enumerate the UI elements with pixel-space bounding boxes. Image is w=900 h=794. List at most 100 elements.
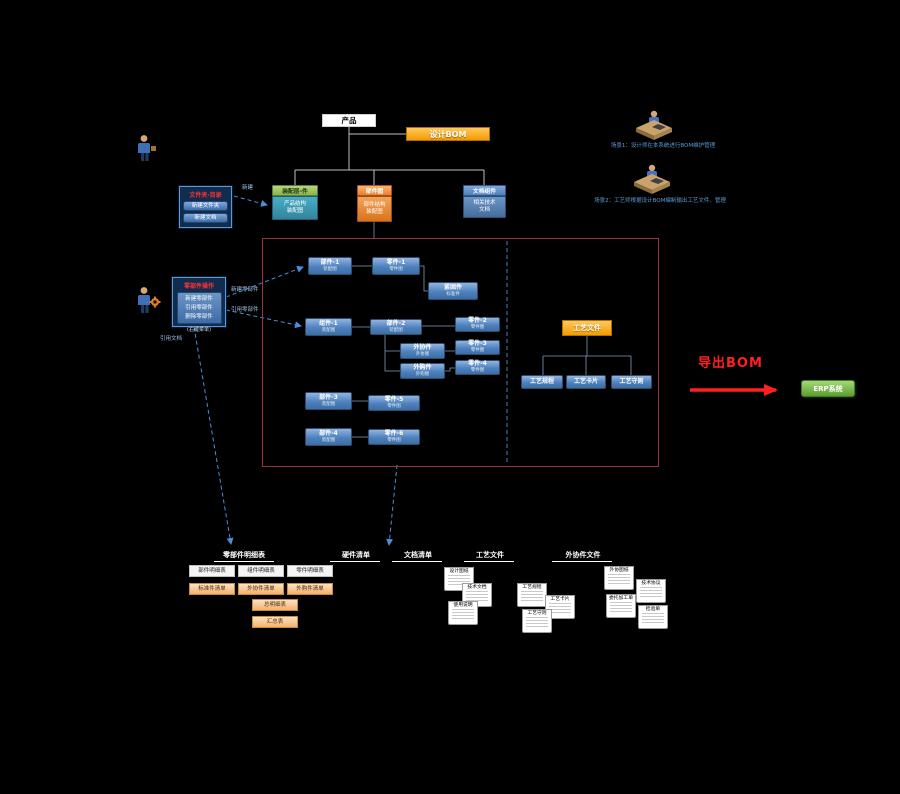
outsource-page-icon: 外协图纸 xyxy=(604,566,634,590)
process-item: 工艺守则 xyxy=(611,375,652,389)
bom-node: 零件-2 零件图 xyxy=(455,317,500,332)
bom-node: 紧固件 标准件 xyxy=(428,282,478,300)
bom-node-sub: 零件图 xyxy=(389,266,403,272)
export-bom-label: 导出BOM xyxy=(698,356,763,371)
branch-part-header: 部件图 xyxy=(357,185,392,196)
bom-node-label: 组件-1 xyxy=(319,319,338,327)
bom-node-label: 零件-2 xyxy=(468,317,487,325)
parts-panel: 零部件操作 新建零部件 引用零部件 删除零部件 (右键菜单) xyxy=(172,277,226,333)
bom-node-sub: 零件图 xyxy=(470,348,485,354)
outsource-page-lines xyxy=(640,587,662,598)
bom-node: 外购件 外购图 xyxy=(400,363,445,379)
branch-part-line1: 部件结构 xyxy=(363,201,386,208)
branch-part-body: 部件结构 装配图 xyxy=(357,196,392,222)
bom-node-label: 零件-3 xyxy=(468,340,487,348)
process-item-label: 工艺规程 xyxy=(529,377,554,385)
folder-panel: 文件夹·目录 新建文件夹 新建文档 xyxy=(179,186,232,228)
branch-docs-line2: 文档 xyxy=(478,207,490,213)
bom-node-sub: 零件图 xyxy=(387,437,401,443)
branch-docs-line1: 相关技术 xyxy=(473,199,496,206)
bom-node: 零件-3 零件图 xyxy=(455,340,500,355)
document-page-lines xyxy=(452,609,474,620)
process-page-lines xyxy=(521,591,543,602)
output-header-doc-list: 文档清单 xyxy=(404,551,432,559)
header-underline xyxy=(552,561,612,562)
process-page-icon: 工艺守则 xyxy=(522,609,552,633)
detail-table-box: 组件明细表 xyxy=(238,565,284,577)
export-target-button: ERP系统 xyxy=(801,380,855,397)
new-document-button: 新建文档 xyxy=(183,213,228,223)
list-box: 外购件清单 xyxy=(287,583,333,595)
branch-assembly-line2: 装配图 xyxy=(286,208,304,214)
product-box: 产品 xyxy=(322,114,376,127)
branch-part-line2: 装配图 xyxy=(366,209,383,215)
process-page-lines xyxy=(526,617,548,628)
detail-table-box: 零件明细表 xyxy=(287,565,333,577)
document-page-icon: 使用说明 xyxy=(448,601,478,625)
bom-node: 部件-3 装配图 xyxy=(305,392,352,410)
list-box: 外协件清单 xyxy=(238,583,284,595)
document-page-label: 设计图纸 xyxy=(449,569,469,574)
document-page-lines xyxy=(466,591,488,602)
process-page-icon: 工艺规程 xyxy=(517,583,547,607)
new-folder-button: 新建文件夹 xyxy=(183,201,228,211)
parts-action-new: 新建零部件 xyxy=(185,296,213,302)
bom-node-label: 零件-5 xyxy=(384,395,404,403)
branch-assembly-body: 产品结构 装配图 xyxy=(272,196,318,220)
bom-node-label: 部件-3 xyxy=(319,393,338,401)
bom-node: 部件-1 装配图 xyxy=(308,257,352,275)
engineer-person-icon xyxy=(136,286,162,320)
parts-panel-actions: 新建零部件 引用零部件 删除零部件 xyxy=(176,292,222,325)
bom-node-label: 部件-2 xyxy=(386,319,406,327)
header-underline xyxy=(464,561,514,562)
bom-node-sub: 标准件 xyxy=(446,291,460,297)
outsource-page-icon: 检验单 xyxy=(638,605,668,629)
process-page-lines xyxy=(549,603,571,614)
outsource-page-icon: 技术协议 xyxy=(636,579,666,603)
bom-node-label: 零件-6 xyxy=(384,429,404,437)
process-item: 工艺卡片 xyxy=(566,375,606,389)
outsource-page-lines xyxy=(610,602,632,613)
bom-node-label: 外购件 xyxy=(413,363,432,371)
output-header-hardware-list: 硬件清单 xyxy=(342,551,370,559)
scene1-caption: 场景1：设计师在本系统进行BOM维护管理 xyxy=(610,143,716,149)
parts-panel-note: (右键菜单) xyxy=(187,327,211,334)
parts-action-del: 删除零部件 xyxy=(185,313,213,320)
document-page-lines xyxy=(448,575,470,586)
output-header-process-files: 工艺文件 xyxy=(476,551,504,559)
output-header-parts-list: 零部件明细表 xyxy=(223,551,265,559)
outsource-page-lines xyxy=(642,613,664,624)
bom-node-label: 部件-1 xyxy=(320,258,340,266)
header-underline xyxy=(392,561,442,562)
outsource-page-label: 技术协议 xyxy=(641,581,661,586)
bom-node-sub: 外购图 xyxy=(415,371,430,377)
branch-assembly-header: 装配层-件 xyxy=(272,185,318,196)
process-files-header: 工艺文件 xyxy=(562,320,612,336)
outsource-page-label: 检验单 xyxy=(645,607,661,612)
new-part-arrow-label: 新建零部件 xyxy=(231,287,259,293)
outsource-page-label: 外协图纸 xyxy=(609,568,629,573)
bom-node: 部件-2 装配图 xyxy=(370,319,422,335)
bom-node: 零件-5 零件图 xyxy=(368,395,420,411)
scene2-caption: 场景2：工艺师根据设计BOM编制输出工艺文件、管理 xyxy=(594,198,726,204)
process-item-label: 工艺卡片 xyxy=(573,377,598,385)
outsource-page-icon: 委托加工单 xyxy=(606,594,636,618)
process-item: 工艺规程 xyxy=(521,375,563,389)
outsource-page-label: 委托加工单 xyxy=(609,596,633,601)
bom-node-sub: 零件图 xyxy=(470,325,485,331)
output-header-outsource-files: 外协件文件 xyxy=(565,551,601,559)
scene1-desk-icon xyxy=(632,108,676,144)
bom-node: 零件-6 零件图 xyxy=(368,429,420,445)
bom-node-sub: 装配图 xyxy=(321,437,336,443)
document-page-label: 使用说明 xyxy=(453,603,473,608)
parts-panel-title: 零部件操作 xyxy=(183,283,214,290)
parts-action-ref: 引用零部件 xyxy=(185,304,213,311)
bom-node-sub: 装配图 xyxy=(389,327,403,333)
branch-assembly-line1: 产品结构 xyxy=(283,200,306,207)
bom-structure-frame xyxy=(262,238,659,467)
process-page-label: 工艺规程 xyxy=(522,585,542,590)
folder-panel-title: 文件夹·目录 xyxy=(189,192,222,199)
outsource-page-lines xyxy=(608,574,630,585)
scene2-desk-icon xyxy=(630,162,674,198)
